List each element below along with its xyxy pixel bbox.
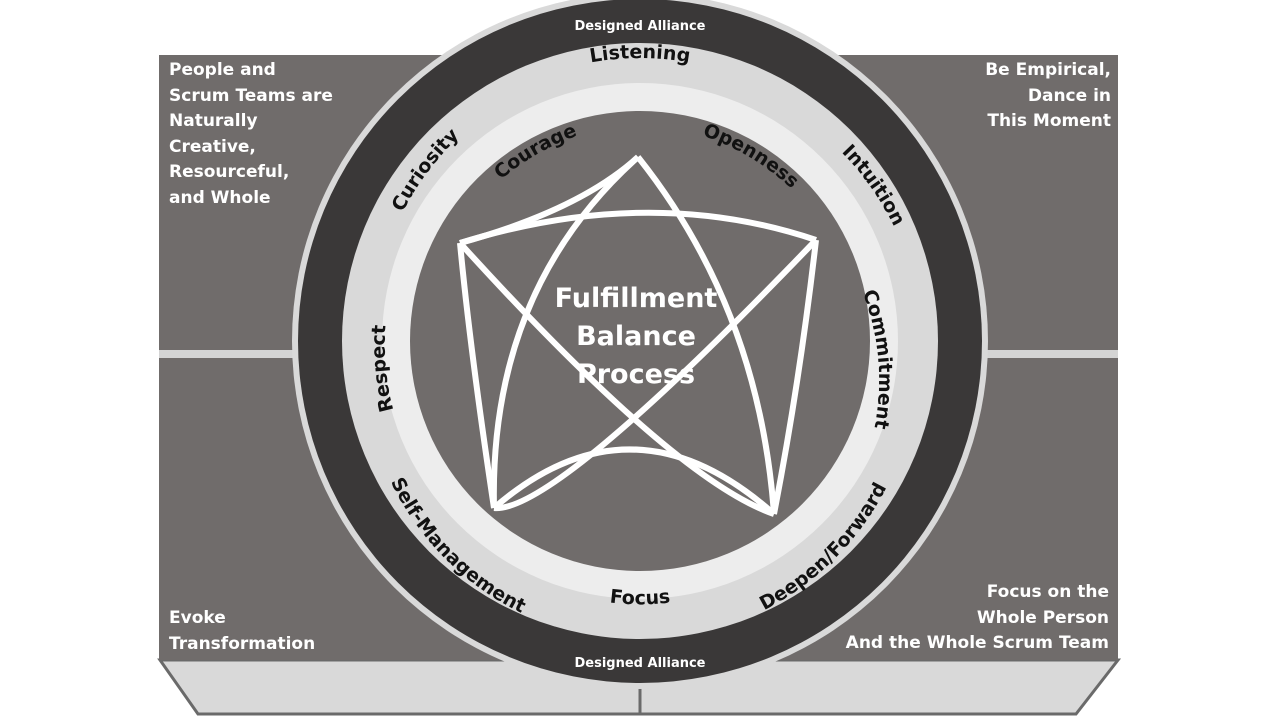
panel-divider-left [159, 350, 299, 358]
designed-alliance-bottom: Designed Alliance [575, 656, 706, 671]
center-balance: Balance [576, 321, 696, 352]
label-focus: Focus [609, 586, 671, 610]
center-process: Process [577, 359, 695, 390]
corner-text-bottom-left: Evoke Transformation [169, 608, 316, 654]
corner-text-top-right: Be Empirical, Dance in This Moment [985, 60, 1111, 132]
label-focus-path: Focus [609, 586, 671, 610]
pentagram-shape [457, 154, 819, 517]
designed-alliance-top: Designed Alliance [575, 19, 706, 34]
center-fulfillment: Fulfillment [555, 283, 718, 314]
panel-divider-right [980, 350, 1118, 358]
label-listening-path: Listening [588, 41, 692, 67]
corner-text-top-left: People and Scrum Teams are Naturally Cre… [169, 60, 333, 208]
label-listening: Listening [588, 41, 692, 67]
corner-text-bottom-right: Focus on the Whole Person And the Whole … [845, 582, 1109, 654]
